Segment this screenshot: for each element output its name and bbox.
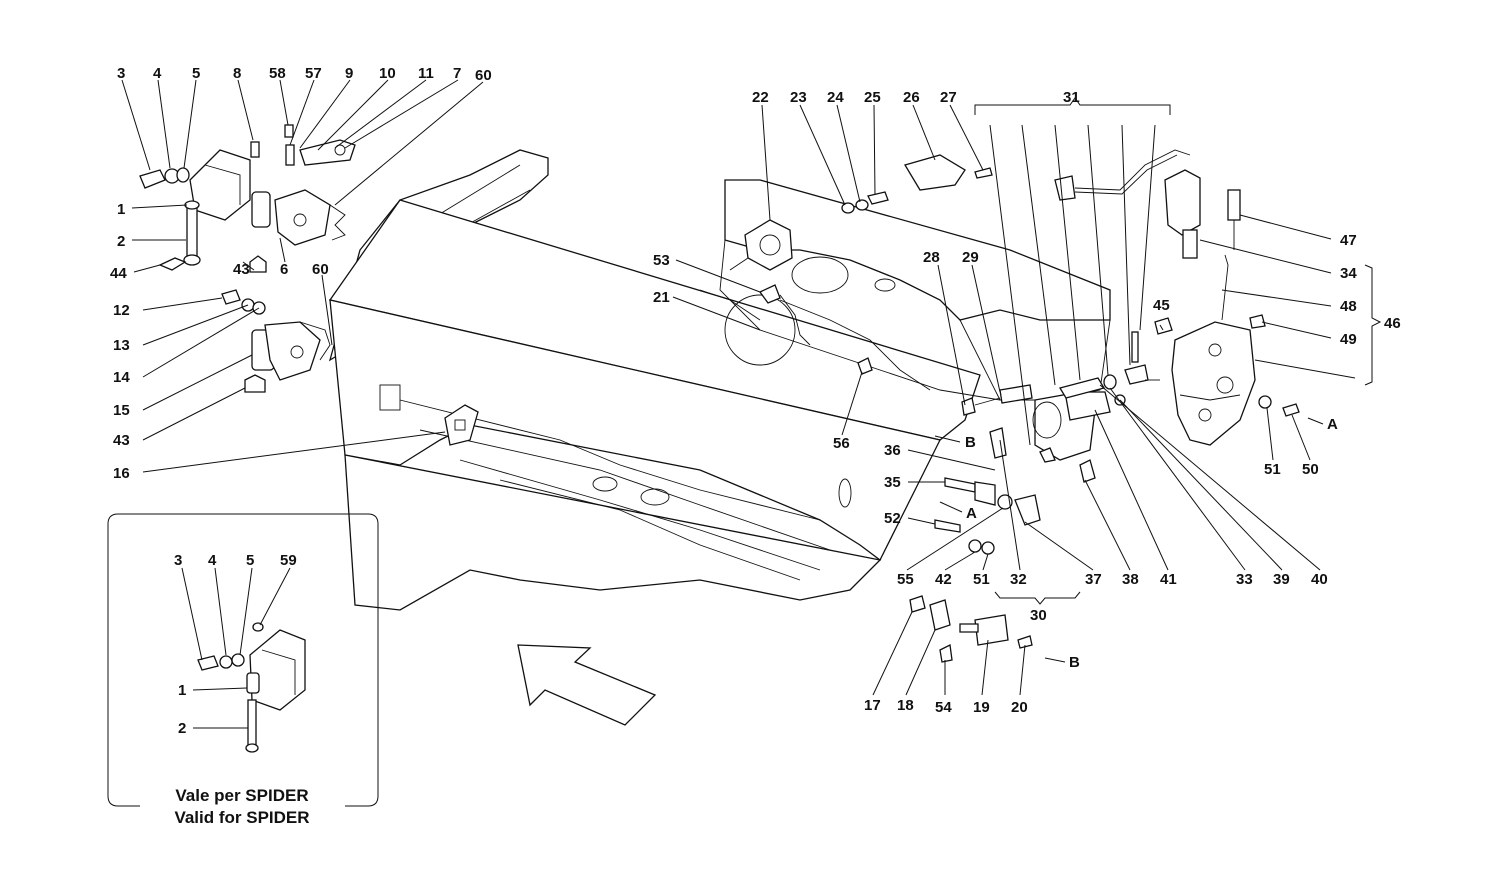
label-57: 57 — [305, 65, 322, 82]
label-14: 14 — [113, 369, 130, 386]
label-19: 19 — [973, 699, 990, 716]
label-47: 47 — [1340, 232, 1357, 249]
leader-lines — [121, 79, 1382, 696]
label-42: 42 — [935, 571, 952, 588]
label-27: 27 — [940, 89, 957, 106]
label-4: 4 — [153, 65, 162, 82]
label-13: 13 — [113, 337, 130, 354]
ref-b-mid: B — [965, 434, 976, 451]
label-40: 40 — [1311, 571, 1328, 588]
label-54: 54 — [935, 699, 952, 716]
inset-label-3: 3 — [174, 552, 182, 569]
inset-caption-english: Valid for SPIDER — [174, 808, 309, 827]
label-28: 28 — [923, 249, 940, 266]
label-3: 3 — [117, 65, 125, 82]
upper-hinge-assembly — [139, 124, 356, 273]
inset-label-1: 1 — [178, 682, 186, 699]
inset-label-59: 59 — [280, 552, 297, 569]
label-22: 22 — [752, 89, 769, 106]
label-43-top: 43 — [233, 261, 250, 278]
label-9: 9 — [345, 65, 353, 82]
label-2: 2 — [117, 233, 125, 250]
inset-caption-italian: Vale per SPIDER — [175, 786, 308, 805]
label-24: 24 — [827, 89, 844, 106]
label-45: 45 — [1153, 297, 1170, 314]
ref-b-lower: B — [1069, 654, 1080, 671]
label-29: 29 — [962, 249, 979, 266]
label-41: 41 — [1160, 571, 1177, 588]
label-10: 10 — [379, 65, 396, 82]
label-7: 7 — [453, 65, 461, 82]
direction-arrow — [517, 644, 657, 726]
label-31: 31 — [1063, 89, 1080, 106]
inset-label-4: 4 — [208, 552, 217, 569]
label-52: 52 — [884, 510, 901, 527]
label-20: 20 — [1011, 699, 1028, 716]
label-12: 12 — [113, 302, 130, 319]
inset-label-5: 5 — [246, 552, 254, 569]
label-36: 36 — [884, 442, 901, 459]
label-43-bottom: 43 — [113, 432, 130, 449]
label-53: 53 — [653, 252, 670, 269]
label-44: 44 — [110, 265, 127, 282]
label-58: 58 — [269, 65, 286, 82]
label-39: 39 — [1273, 571, 1290, 588]
label-46: 46 — [1384, 315, 1401, 332]
label-21: 21 — [653, 289, 670, 306]
label-60-mid: 60 — [312, 261, 329, 278]
label-60-top: 60 — [475, 67, 492, 84]
label-49: 49 — [1340, 331, 1357, 348]
label-17: 17 — [864, 697, 881, 714]
label-23: 23 — [790, 89, 807, 106]
ref-a-mid: A — [966, 505, 977, 522]
label-33: 33 — [1236, 571, 1253, 588]
inset-label-2: 2 — [178, 720, 186, 737]
label-50: 50 — [1302, 461, 1319, 478]
label-51-right: 51 — [1264, 461, 1281, 478]
label-34: 34 — [1340, 265, 1357, 282]
label-38: 38 — [1122, 571, 1139, 588]
label-32: 32 — [1010, 571, 1027, 588]
spider-inset — [107, 513, 379, 807]
label-56: 56 — [833, 435, 850, 452]
label-30: 30 — [1030, 607, 1047, 624]
lower-hinge-assembly — [221, 289, 331, 393]
label-18: 18 — [897, 697, 914, 714]
label-16: 16 — [113, 465, 130, 482]
label-8: 8 — [233, 65, 241, 82]
part-number-labels: 3 4 5 8 58 57 9 10 11 7 60 1 2 44 43 6 6… — [110, 65, 1401, 827]
label-11: 11 — [418, 65, 434, 82]
label-55: 55 — [897, 571, 914, 588]
label-6: 6 — [280, 261, 288, 278]
label-37: 37 — [1085, 571, 1102, 588]
label-25: 25 — [864, 89, 881, 106]
ref-a-right: A — [1327, 416, 1338, 433]
handle-assembly — [729, 154, 993, 375]
label-1: 1 — [117, 201, 125, 218]
label-51-mid: 51 — [973, 571, 990, 588]
label-5: 5 — [192, 65, 200, 82]
label-48: 48 — [1340, 298, 1357, 315]
label-15: 15 — [113, 402, 130, 419]
label-35: 35 — [884, 474, 901, 491]
label-26: 26 — [903, 89, 920, 106]
